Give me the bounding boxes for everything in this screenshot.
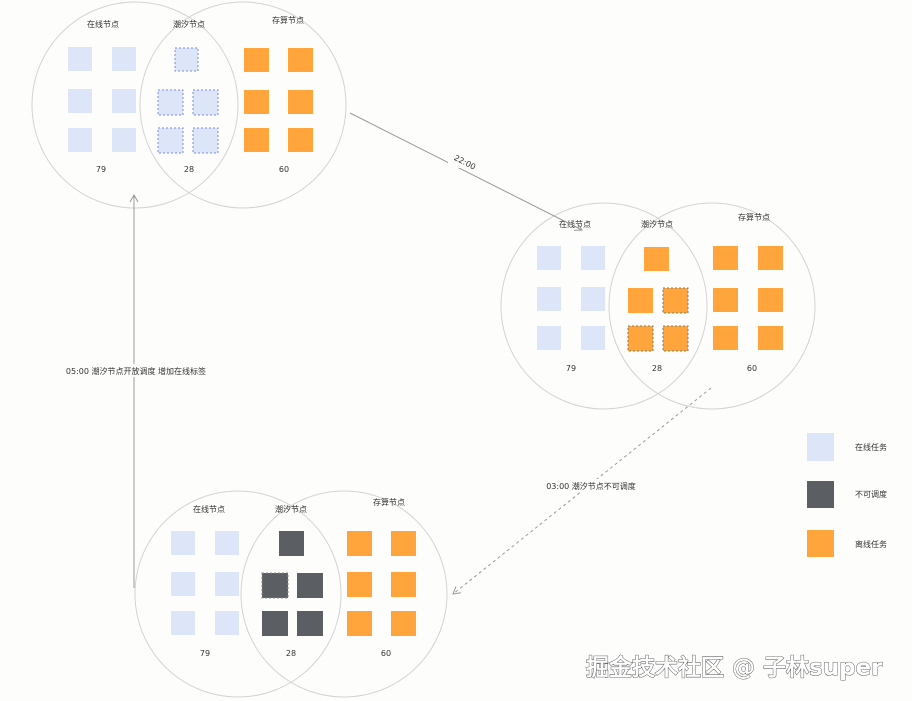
offline-task bbox=[244, 128, 269, 152]
edge-label-bg bbox=[60, 364, 212, 377]
watermark-text: 掘金技术社区 @ 子林super bbox=[586, 654, 883, 681]
online-task bbox=[537, 287, 561, 311]
legend-swatch-online bbox=[807, 433, 834, 461]
online-node-label: 在线节点 bbox=[193, 504, 225, 514]
unschedulable-task bbox=[297, 573, 323, 598]
offline-task bbox=[713, 326, 738, 350]
offline-task bbox=[391, 572, 416, 597]
online-node-label: 在线节点 bbox=[87, 19, 119, 29]
offline-task bbox=[758, 326, 783, 350]
offline-task bbox=[758, 246, 783, 270]
online-task bbox=[171, 572, 195, 596]
online-task bbox=[112, 128, 136, 152]
tidal-offline-task bbox=[662, 325, 689, 352]
online-node-count: 79 bbox=[200, 649, 210, 658]
online-task bbox=[68, 128, 92, 152]
storage-node-count: 60 bbox=[381, 649, 391, 658]
tidal-node-count: 28 bbox=[184, 165, 194, 174]
offline-task bbox=[288, 128, 313, 152]
tidal-offline-task bbox=[627, 325, 654, 352]
unschedulable-task bbox=[279, 531, 304, 556]
storage-node-circle bbox=[139, 1, 347, 209]
cluster-bottom-left: 在线节点 潮汐节点 存算节点 79 28 60 bbox=[134, 490, 448, 698]
unschedulable-task bbox=[261, 572, 289, 599]
edge-label-2200: 22:00 bbox=[452, 153, 477, 171]
edge-2200: 22:00 bbox=[349, 112, 583, 231]
online-task bbox=[537, 326, 561, 350]
offline-task bbox=[347, 611, 372, 636]
online-node-circle bbox=[500, 202, 708, 410]
online-node-circle bbox=[31, 1, 239, 209]
online-task bbox=[215, 611, 239, 635]
edge-label-0300: 03:00 潮汐节点不可调度 bbox=[546, 481, 636, 491]
online-task bbox=[68, 89, 92, 113]
offline-task bbox=[713, 246, 738, 270]
edge-label-0500: 05:00 潮汐节点开放调度 增加在线标签 bbox=[66, 366, 206, 376]
offline-task bbox=[244, 48, 269, 72]
storage-node-label: 存算节点 bbox=[373, 497, 405, 507]
legend-swatch-unschedulable bbox=[807, 481, 834, 508]
online-node-circle bbox=[134, 490, 342, 698]
tidal-offline-task bbox=[628, 288, 653, 313]
tidal-node-label: 潮汐节点 bbox=[173, 19, 205, 29]
tidal-online-task bbox=[157, 127, 184, 154]
tidal-online-task bbox=[192, 127, 219, 154]
offline-task bbox=[713, 288, 738, 312]
legend-swatch-offline bbox=[807, 530, 834, 557]
online-task bbox=[112, 47, 136, 71]
offline-task bbox=[391, 611, 416, 636]
edge-label-bg bbox=[448, 156, 482, 168]
unschedulable-task bbox=[297, 611, 323, 636]
transition-arrow bbox=[349, 112, 583, 231]
edge-0500: 05:00 潮汐节点开放调度 增加在线标签 bbox=[60, 193, 212, 588]
offline-task bbox=[758, 288, 783, 312]
tidal-online-task bbox=[192, 89, 219, 116]
cluster-top-left: 在线节点 潮汐节点 存算节点 79 28 60 bbox=[31, 1, 347, 209]
offline-task bbox=[244, 90, 269, 114]
legend-label-offline: 离线任务 bbox=[855, 539, 887, 549]
edge-0300: 03:00 潮汐节点不可调度 bbox=[452, 387, 712, 595]
online-task bbox=[537, 246, 561, 270]
unschedulable-task bbox=[262, 611, 288, 636]
offline-task bbox=[347, 572, 372, 597]
online-task bbox=[581, 287, 605, 311]
online-task bbox=[68, 47, 92, 71]
cluster-middle-right: 在线节点 潮汐节点 存算节点 79 28 60 bbox=[500, 202, 816, 410]
offline-task bbox=[391, 531, 416, 556]
online-task bbox=[171, 611, 195, 635]
offline-task bbox=[347, 531, 372, 556]
tidal-node-label: 潮汐节点 bbox=[275, 504, 307, 514]
edge-label-bg bbox=[536, 479, 646, 492]
legend-label-unschedulable: 不可调度 bbox=[855, 489, 887, 499]
storage-node-count: 60 bbox=[747, 364, 757, 373]
tidal-node-count: 28 bbox=[652, 364, 662, 373]
tidal-node-label: 潮汐节点 bbox=[641, 219, 673, 229]
legend-label-online: 在线任务 bbox=[855, 442, 887, 452]
tidal-node-count: 28 bbox=[286, 649, 296, 658]
storage-node-circle bbox=[240, 490, 448, 698]
online-task bbox=[215, 531, 239, 555]
online-task bbox=[215, 572, 239, 596]
storage-node-label: 存算节点 bbox=[738, 212, 770, 222]
tidal-online-task bbox=[157, 89, 184, 116]
storage-node-count: 60 bbox=[279, 165, 289, 174]
storage-node-label: 存算节点 bbox=[272, 15, 304, 25]
storage-node-circle bbox=[608, 202, 816, 410]
online-task bbox=[112, 89, 136, 113]
offline-task bbox=[288, 90, 313, 114]
tidal-offline-task bbox=[662, 287, 689, 314]
legend: 在线任务 不可调度 离线任务 bbox=[807, 433, 887, 557]
transition-arrow bbox=[452, 387, 712, 595]
online-task bbox=[171, 531, 195, 555]
online-node-count: 79 bbox=[566, 364, 576, 373]
online-task bbox=[581, 326, 605, 350]
online-node-count: 79 bbox=[96, 165, 106, 174]
tidal-online-task bbox=[174, 47, 199, 72]
offline-task bbox=[288, 48, 313, 72]
tidal-offline-task bbox=[644, 247, 669, 271]
online-task bbox=[581, 246, 605, 270]
